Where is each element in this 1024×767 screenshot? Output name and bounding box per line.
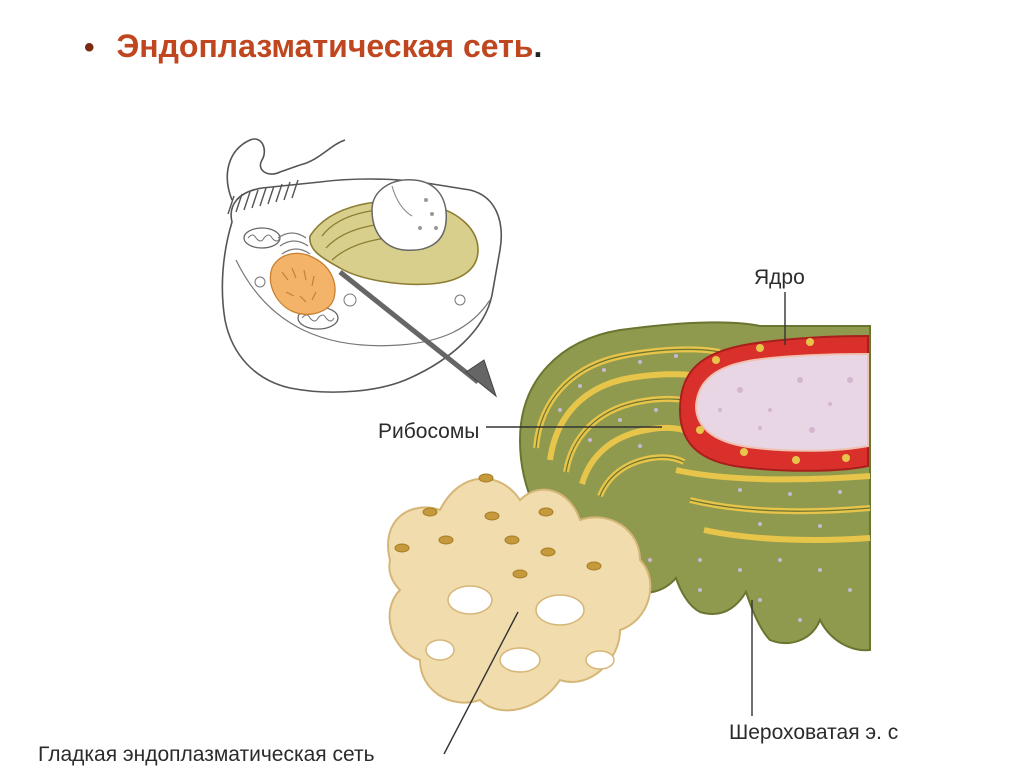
- label-ribosomes: Рибосомы: [378, 420, 479, 444]
- label-smooth-er: Гладкая эндоплазматическая сеть: [38, 743, 375, 767]
- label-rough-er: Шероховатая э. с: [729, 721, 898, 745]
- cell-overview-sketch: [222, 139, 501, 392]
- label-nucleus: Ядро: [754, 266, 805, 290]
